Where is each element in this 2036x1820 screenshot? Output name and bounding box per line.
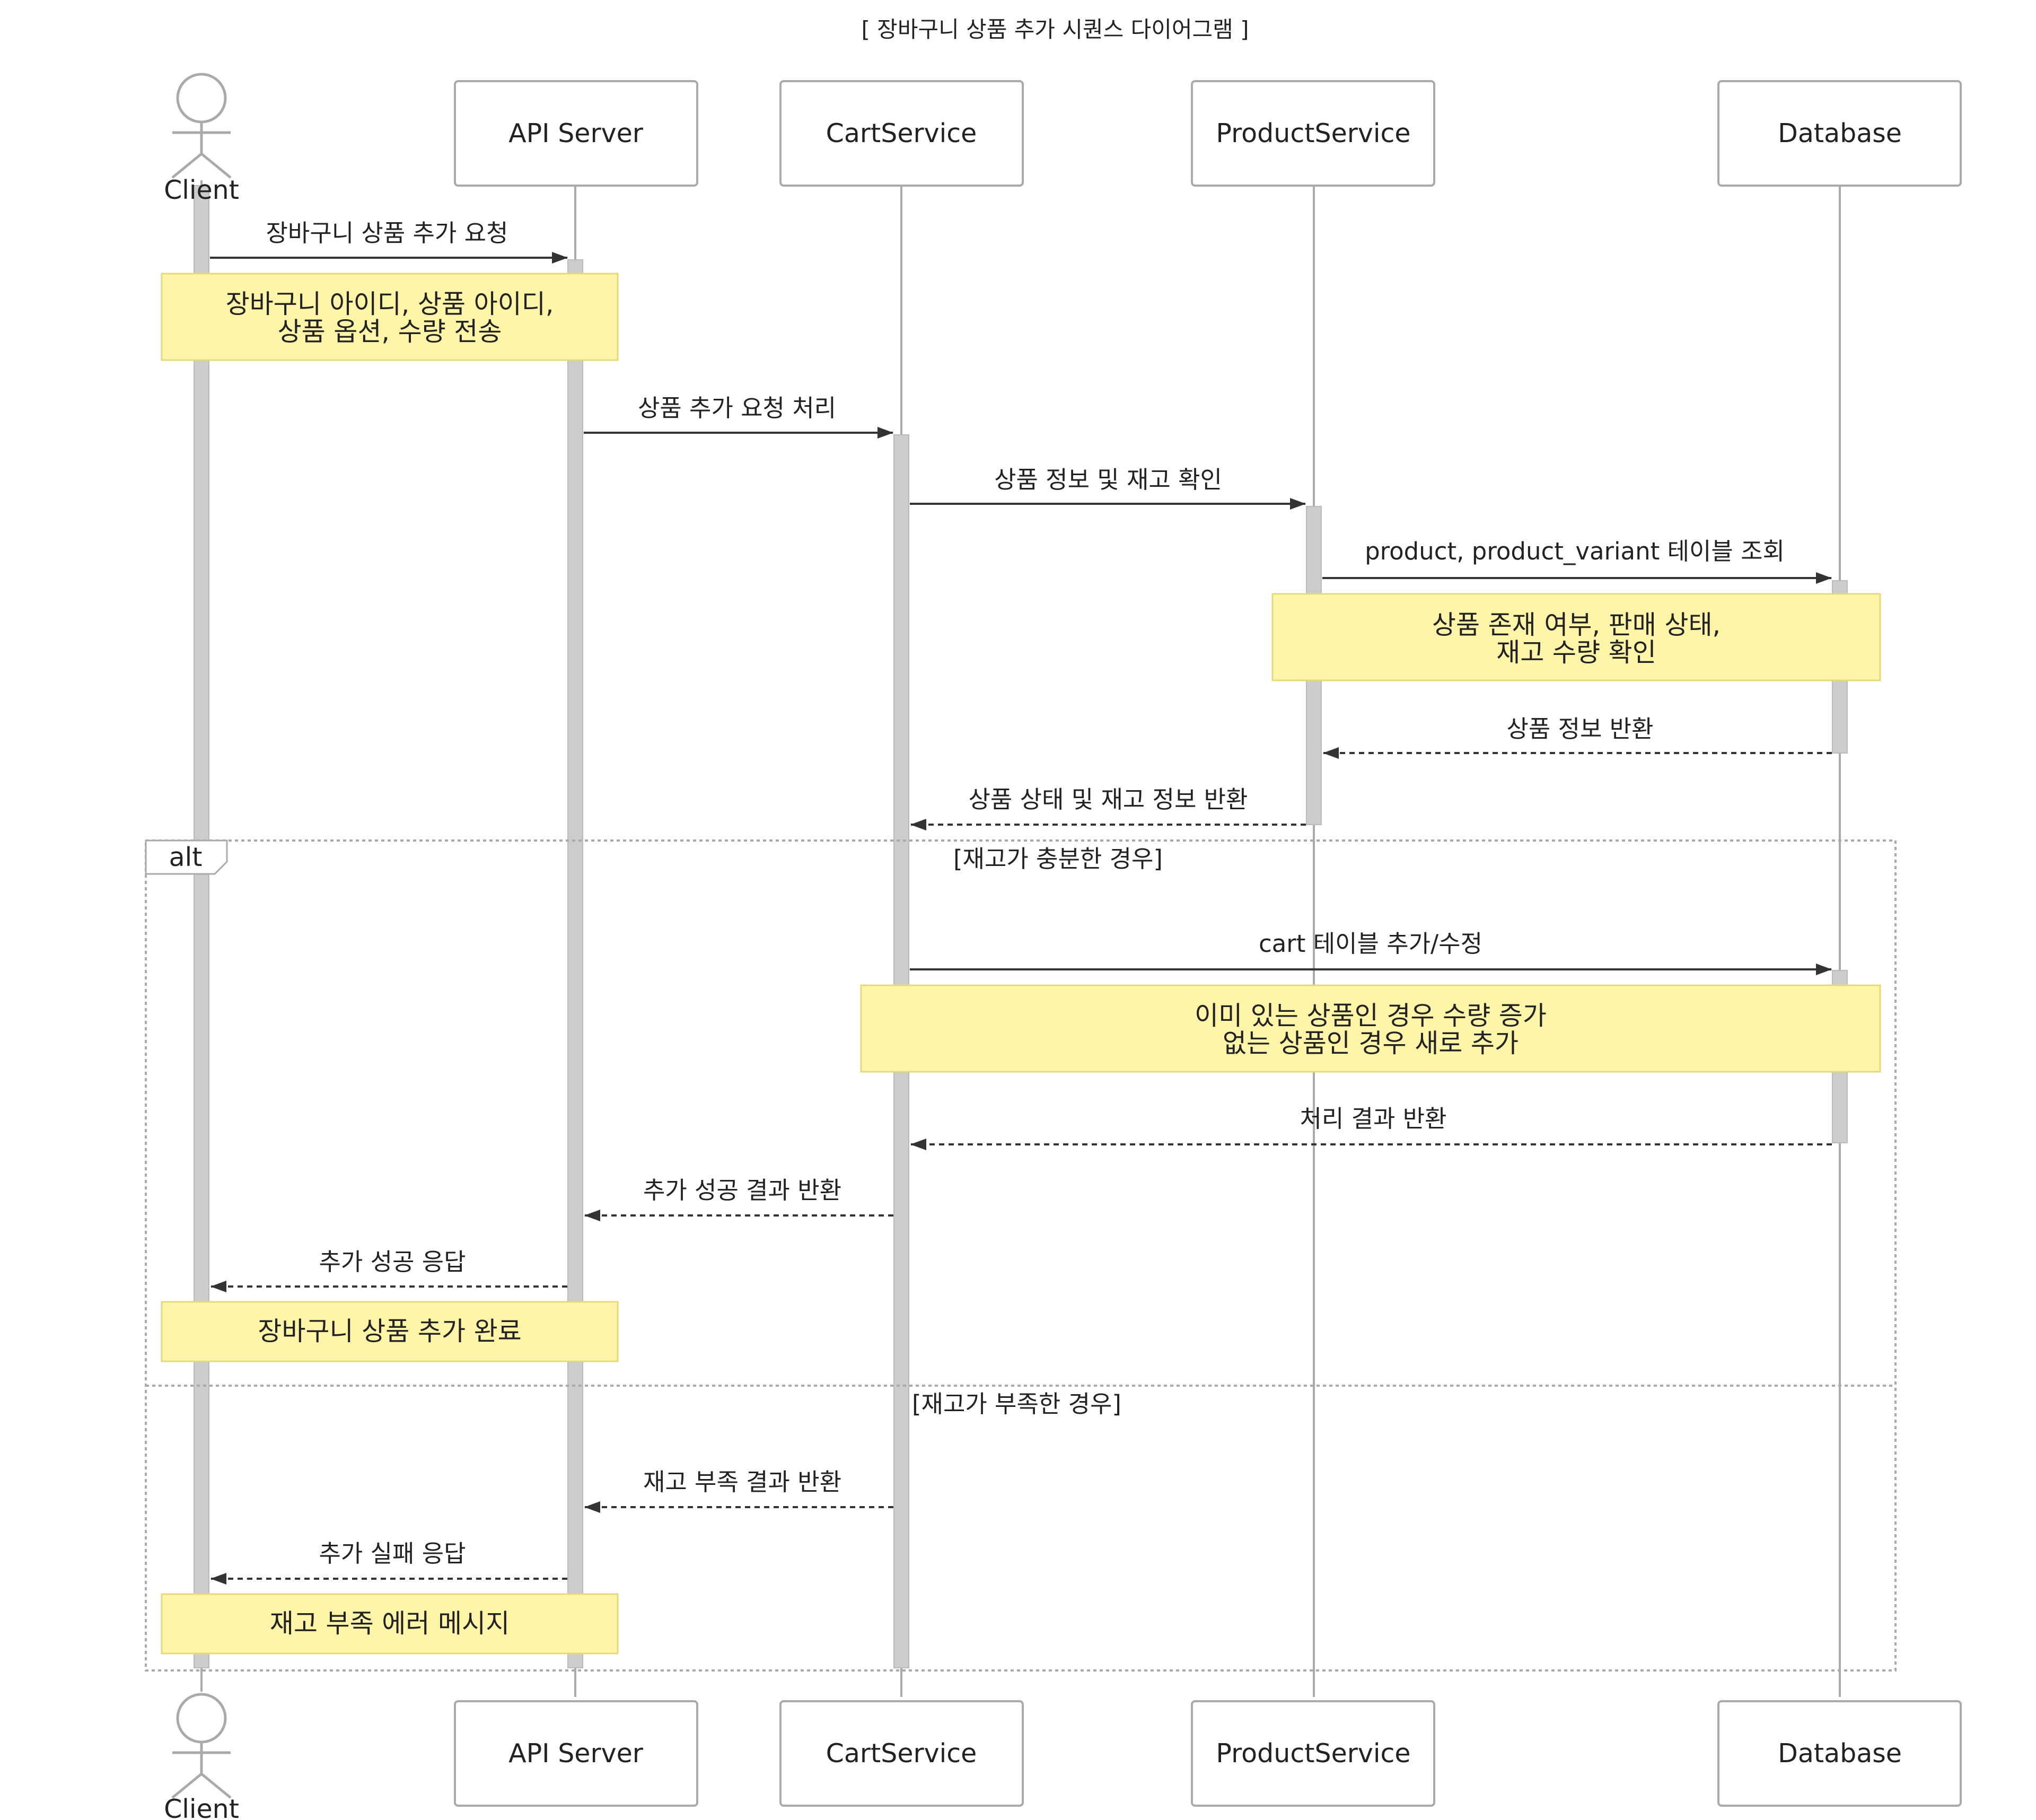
activation-client [194,185,209,1668]
alt-condition-2: [재고가 부족한 경우] [912,1390,1121,1418]
note-1-line-2: 상품 옵션, 수량 전송 [278,317,502,347]
note-add-complete: 장바구니 상품 추가 완료 [161,1301,619,1362]
participant-database-label: Database [1778,1738,1902,1769]
alt-condition-1: [재고가 충분한 경우] [953,845,1163,873]
note-cart-upsert: 이미 있는 상품인 경우 수량 증가 없는 상품인 경우 새로 추가 [860,984,1881,1073]
message-label-5: 상품 정보 반환 [1506,715,1653,743]
note-2-line-2: 재고 수량 확인 [1496,637,1656,668]
participant-cart-service-top: CartService [779,80,1024,187]
note-2-line-1: 상품 존재 여부, 판매 상태, [1432,610,1721,640]
message-label-7: cart 테이블 추가/수정 [1259,930,1482,958]
participant-cart-service-label: CartService [826,118,977,148]
alt-label: alt [169,842,203,872]
message-label-1: 장바구니 상품 추가 요청 [266,219,508,247]
activations [194,185,1848,1668]
participant-database-bottom: Database [1717,1700,1962,1807]
participant-api-server-label: API Server [508,118,644,148]
participant-cart-service-label: CartService [826,1738,977,1769]
message-label-3: 상품 정보 및 재고 확인 [994,466,1222,494]
actor-client-bottom: Client [164,1693,239,1820]
note-5-text: 재고 부족 에러 메시지 [270,1608,510,1639]
notes: 장바구니 아이디, 상품 아이디, 상품 옵션, 수량 전송 상품 존재 여부,… [161,273,1881,1655]
note-out-of-stock-error: 재고 부족 에러 메시지 [161,1593,619,1655]
alt-tag [145,839,228,875]
participant-product-service-label: ProductService [1216,118,1410,148]
actor-head [176,73,227,124]
note-4-text: 장바구니 상품 추가 완료 [258,1316,522,1346]
message-label-2: 상품 추가 요청 처리 [638,394,836,422]
participant-api-server-top: API Server [454,80,698,187]
participant-client-label: Client [164,175,239,205]
message-label-8: 처리 결과 반환 [1300,1105,1446,1133]
participant-cart-service-bottom: CartService [779,1700,1024,1807]
note-3-line-1: 이미 있는 상품인 경우 수량 증가 [1195,1001,1547,1031]
activation-api-server [567,259,583,1668]
note-product-check: 상품 존재 여부, 판매 상태, 재고 수량 확인 [1271,593,1881,681]
message-label-11: 재고 부족 결과 반환 [643,1468,841,1496]
participant-client-label: Client [164,1794,239,1820]
alt-frame [145,839,1897,1672]
participants-top: Client API Server CartService ProductSer… [164,73,1962,205]
participants-bottom: Client API Server CartService ProductSer… [164,1693,1962,1820]
participant-product-service-label: ProductService [1216,1738,1410,1769]
participant-api-server-label: API Server [508,1738,644,1769]
participant-product-service-top: ProductService [1191,80,1435,187]
message-label-12: 추가 실패 응답 [319,1539,466,1568]
note-request-payload: 장바구니 아이디, 상품 아이디, 상품 옵션, 수량 전송 [161,273,619,361]
participant-product-service-bottom: ProductService [1191,1700,1435,1807]
actor-client-top: Client [164,73,239,205]
message-label-9: 추가 성공 결과 반환 [643,1176,841,1204]
message-label-4: product, product_variant 테이블 조회 [1365,537,1785,565]
message-label-10: 추가 성공 응답 [319,1248,466,1276]
message-label-6: 상품 상태 및 재고 정보 반환 [969,785,1248,813]
note-1-line-1: 장바구니 아이디, 상품 아이디, [226,289,554,319]
note-3-line-2: 없는 상품인 경우 새로 추가 [1223,1028,1519,1058]
participant-api-server-bottom: API Server [454,1700,698,1807]
actor-head [176,1693,227,1744]
alt-fragment: alt [재고가 충분한 경우] [재고가 부족한 경우] [145,839,1897,1672]
diagram-title: [ 장바구니 상품 추가 시퀀스 다이어그램 ] [861,16,1249,42]
lifelines [200,180,1841,1697]
participant-database-top: Database [1717,80,1962,187]
messages: 장바구니 상품 추가 요청 상품 추가 요청 처리 상품 정보 및 재고 확인 … [210,219,1832,1585]
participant-database-label: Database [1778,118,1902,148]
